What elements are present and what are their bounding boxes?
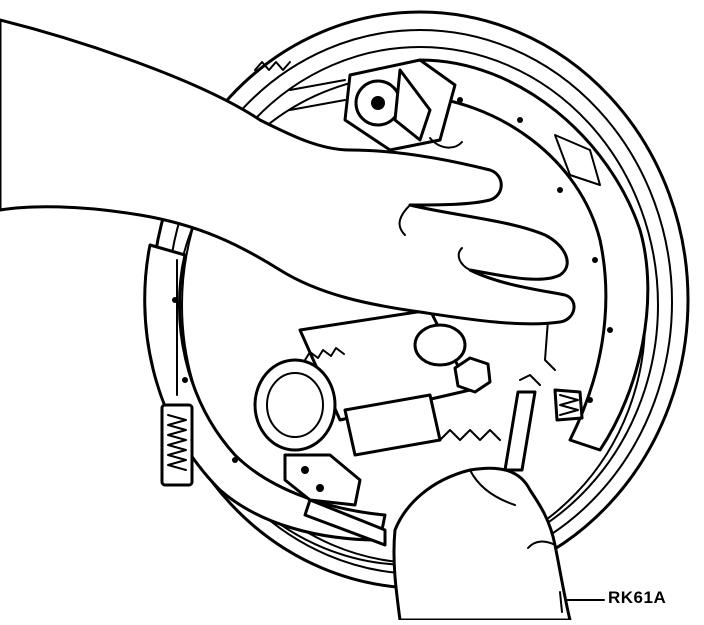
figure-reference-label: RK61A [608, 588, 667, 607]
upper-hand [0, 18, 576, 326]
wheel-cylinder [253, 308, 472, 452]
top-return-spring [254, 61, 463, 149]
lower-hand [392, 466, 572, 622]
adjuster-lever [283, 453, 387, 547]
lower-adjuster-spring [343, 393, 501, 457]
tool-rod [503, 390, 537, 472]
anchor-pin [289, 58, 457, 152]
hold-down-spring-left [160, 259, 194, 487]
label-leader [559, 591, 605, 613]
hex-nut [453, 356, 492, 394]
right-spring-clips [519, 319, 584, 422]
right-brake-shoe [408, 58, 650, 452]
